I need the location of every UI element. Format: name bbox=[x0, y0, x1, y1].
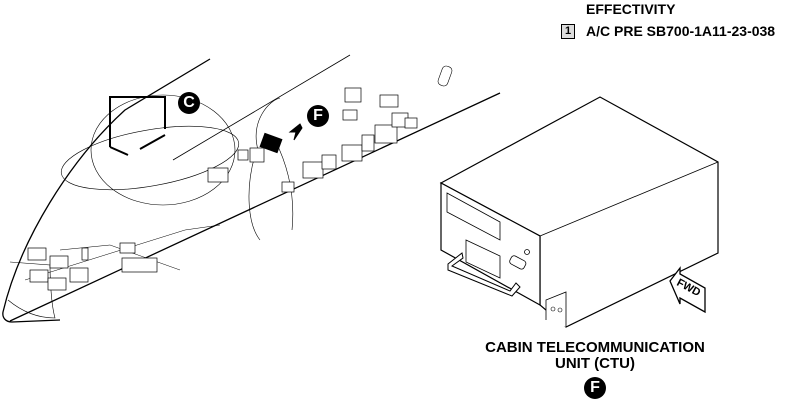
fwd-arrow bbox=[669, 266, 706, 314]
callout-c: C bbox=[178, 92, 200, 114]
detail-caption-line1: CABIN TELECOMMUNICATION bbox=[485, 339, 705, 356]
callout-f: F bbox=[307, 105, 329, 127]
equipment-boxes bbox=[27, 87, 418, 291]
cockpit-panel bbox=[109, 96, 166, 156]
effectivity-title: EFFECTIVITY bbox=[586, 1, 676, 17]
detail-caption-line2: UNIT (CTU) bbox=[555, 355, 635, 372]
callout-f-detail: F bbox=[584, 377, 606, 399]
ctu-location-highlight bbox=[259, 123, 303, 154]
aircraft-fuselage bbox=[2, 54, 501, 323]
effectivity-note-number: 1 bbox=[561, 24, 575, 39]
effectivity-note-text: A/C PRE SB700-1A11-23-038 bbox=[586, 23, 776, 39]
ctu-unit bbox=[439, 96, 719, 328]
